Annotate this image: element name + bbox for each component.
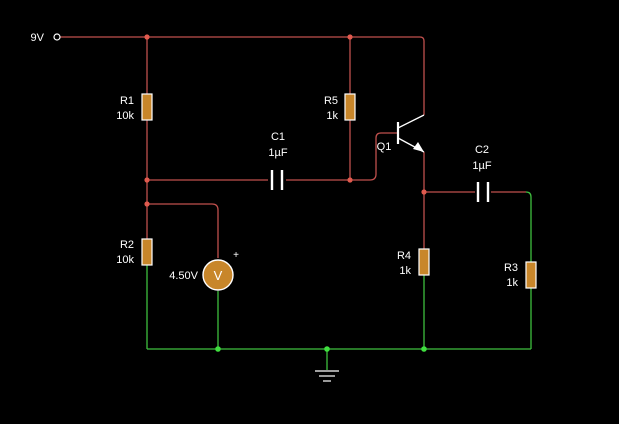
r3-value-label: 1k xyxy=(506,277,518,289)
c2-name-label: C2 xyxy=(475,144,489,156)
resistor-icon[interactable] xyxy=(141,93,153,121)
c1-name-label: C1 xyxy=(271,131,285,143)
transistor-q1[interactable]: Q1 xyxy=(377,114,425,153)
r2-value-label: 10k xyxy=(116,254,134,266)
junctions xyxy=(144,34,427,352)
r1-value-label: 10k xyxy=(116,110,134,122)
emitter-arrow-icon xyxy=(413,142,424,152)
junction-dot xyxy=(144,34,150,40)
r1-name-label: R1 xyxy=(120,95,134,107)
resistor-r5[interactable]: R5 1k xyxy=(324,93,356,122)
junction-dot xyxy=(347,34,353,40)
r5-value-label: 1k xyxy=(326,110,338,122)
voltmeter-polarity: + xyxy=(233,250,239,261)
c2-value-label: 1µF xyxy=(472,160,491,172)
r3-name-label: R3 xyxy=(504,262,518,274)
junction-dot xyxy=(144,177,150,183)
supply-terminal[interactable]: 9V xyxy=(31,32,61,44)
q1-base-wire[interactable] xyxy=(369,132,398,181)
voltmeter-symbol: V xyxy=(214,268,223,283)
q1-name-label: Q1 xyxy=(377,141,392,153)
resistor-icon[interactable] xyxy=(344,93,356,121)
supply-label: 9V xyxy=(31,32,45,44)
junction-dot xyxy=(347,177,353,183)
r4-name-label: R4 xyxy=(397,250,411,262)
voltmeter[interactable]: V + 4.50V xyxy=(169,250,239,291)
supply-wiring xyxy=(60,36,526,258)
voltmeter-icon[interactable] xyxy=(202,259,234,291)
c1-value-label: 1µF xyxy=(268,147,287,159)
r2-name-label: R2 xyxy=(120,239,134,251)
junction-dot xyxy=(421,189,427,195)
r3-top-wire[interactable] xyxy=(525,191,532,262)
r4-value-label: 1k xyxy=(399,265,411,277)
junction-dot xyxy=(324,346,330,352)
voltmeter-reading: 4.50V xyxy=(169,270,198,282)
resistor-icon[interactable] xyxy=(418,248,430,276)
resistor-r3[interactable]: R3 1k xyxy=(504,261,537,289)
junction-dot xyxy=(421,346,427,352)
supply-terminal-icon[interactable] xyxy=(53,33,61,41)
ground-wiring xyxy=(146,191,532,370)
capacitor-c2[interactable]: C2 1µF xyxy=(472,144,492,202)
ground-icon[interactable] xyxy=(315,370,339,382)
q1-collector-wire[interactable] xyxy=(419,36,425,115)
resistor-icon[interactable] xyxy=(525,261,537,289)
resistor-r1[interactable]: R1 10k xyxy=(116,93,153,122)
resistor-icon[interactable] xyxy=(141,238,153,266)
junction-dot xyxy=(215,346,221,352)
resistor-r4[interactable]: R4 1k xyxy=(397,248,430,277)
r5-name-label: R5 xyxy=(324,95,338,107)
junction-dot xyxy=(144,201,150,207)
resistor-r2[interactable]: R2 10k xyxy=(116,238,153,266)
transistor-collector-lead xyxy=(397,114,425,129)
capacitor-c1[interactable]: C1 1µF xyxy=(268,131,288,190)
voltmeter-probe-wire[interactable] xyxy=(147,203,219,258)
